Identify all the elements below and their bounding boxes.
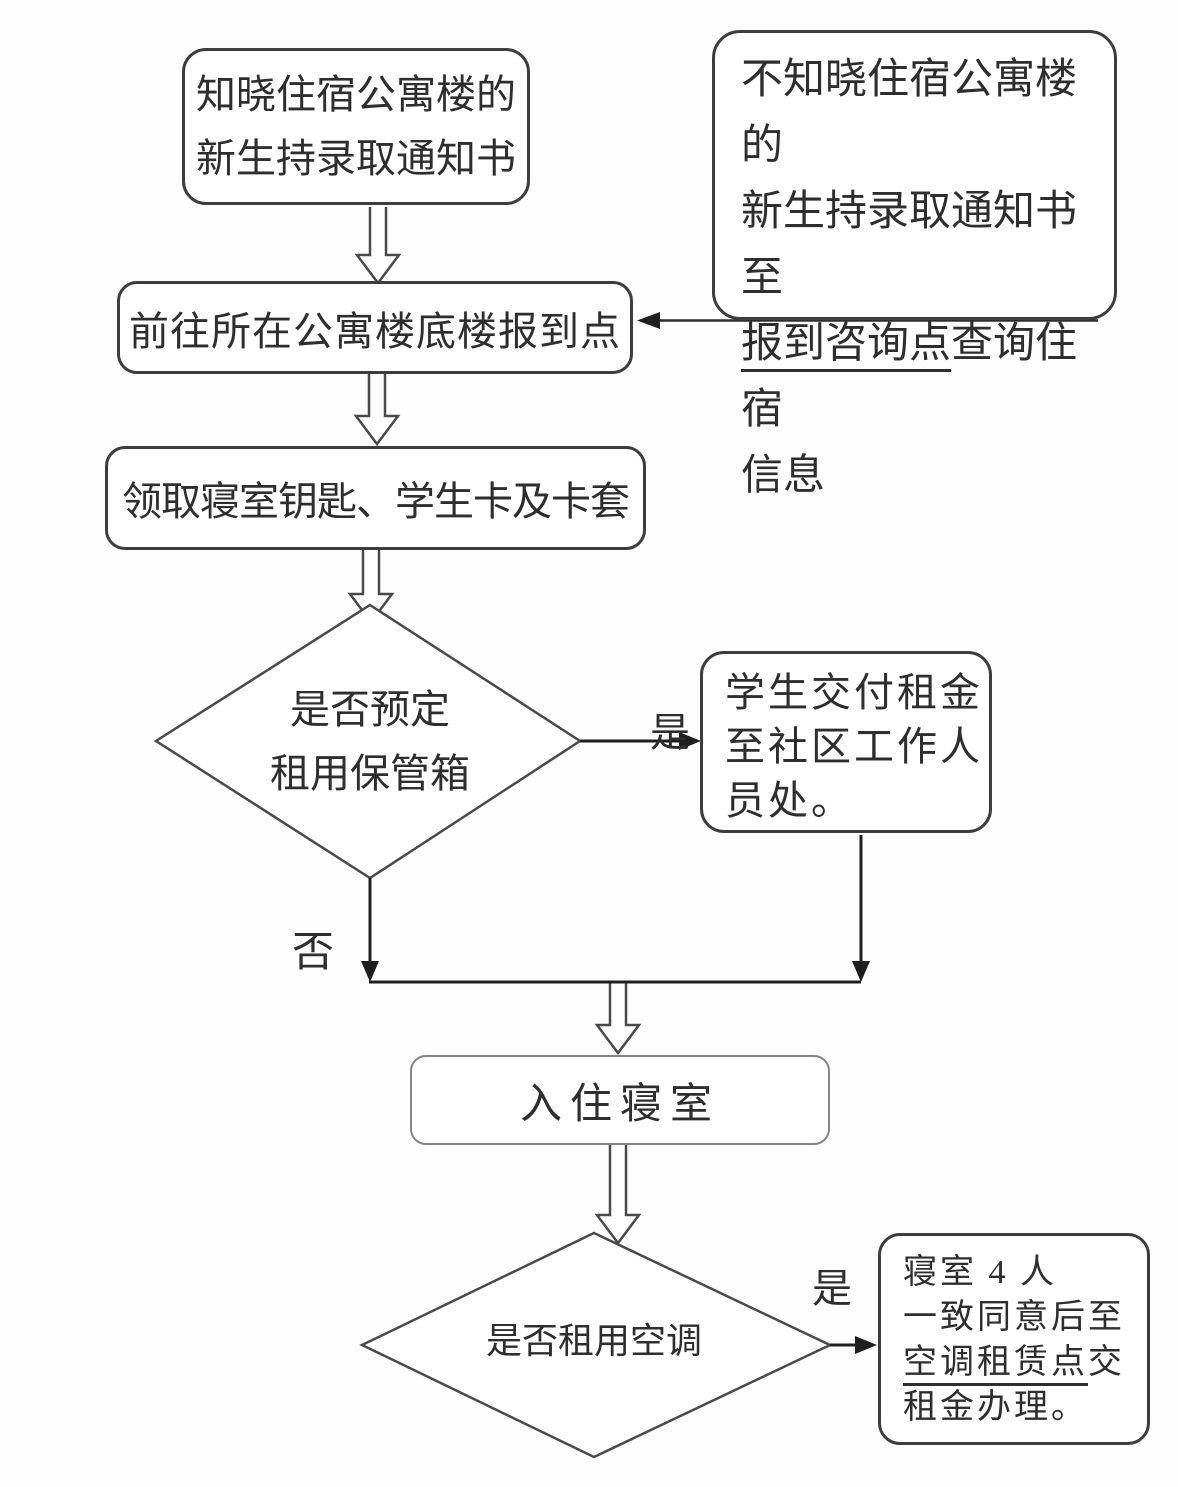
node-text-line: 租金办理。 <box>903 1389 1088 1426</box>
node-text-line: 信息 <box>741 453 826 499</box>
connector-pay-rent-to-merge <box>852 835 870 982</box>
node-text-line: 是否预定 <box>290 687 450 732</box>
node-text-line: 领取寝室钥匙、学生卡及卡套 <box>122 479 630 524</box>
aircon-decision-diamond <box>359 1231 833 1459</box>
node-text-line: 报到咨询点查询住宿 <box>741 321 1078 433</box>
underlined-term: 空调租赁点 <box>903 1344 1088 1386</box>
node-text-line: 是否租用空调 <box>485 1321 702 1361</box>
node-text-line: 新生持录取通知书 <box>196 135 516 181</box>
aircon-decision-label: 是否租用空调 <box>442 1312 746 1364</box>
node-text-line: 员处。 <box>725 778 854 823</box>
node-text-line: 空调租赁点交 <box>903 1340 1147 1386</box>
node-text-line: 寝室 4 人 <box>903 1254 1057 1291</box>
edge-label-yes-aircon: 是 <box>812 1266 852 1311</box>
node-unknown-start: 不知晓住宿公寓楼的 新生持录取通知书至 报到咨询点查询住宿 信息 <box>712 30 1117 499</box>
node-collect-items: 领取寝室钥匙、学生卡及卡套 <box>105 446 646 550</box>
edge-label-no-locker: 否 <box>292 930 335 976</box>
node-pay-rent: 学生交付租金 至社区工作人 员处。 <box>700 651 992 833</box>
locker-decision-label: 是否预定 租用保管箱 <box>218 678 522 806</box>
node-text-line: 一致同意后至 <box>903 1299 1125 1336</box>
node-text-line: 学生交付租金 <box>725 670 983 715</box>
arrow-report-point-to-collect-items <box>353 372 401 447</box>
node-aircon-rent: 寝室 4 人 一致同意后至 空调租赁点交 租金办理。 <box>878 1233 1150 1445</box>
node-text-line: 知晓住宿公寓楼的 <box>196 71 516 117</box>
arrow-known-start-to-report-point <box>354 207 402 286</box>
node-report-point: 前往所在公寓楼底楼报到点 <box>117 281 633 374</box>
connector-aircon-yes-to-aircon-rent <box>830 1336 877 1354</box>
connector-locker-yes-to-pay-rent <box>580 732 701 750</box>
node-text-line: 前往所在公寓楼底楼报到点 <box>129 308 621 354</box>
node-text-line: 入住寝室 <box>519 1081 720 1128</box>
node-check-in: 入住寝室 <box>410 1055 830 1145</box>
arrow-check-in-to-aircon-decision <box>594 1145 642 1246</box>
connector-locker-no-to-merge <box>361 878 379 982</box>
arrow-merge-to-check-in <box>594 983 642 1056</box>
connector-unknown-start-to-report-point <box>637 312 1098 329</box>
node-known-start: 知晓住宿公寓楼的 新生持录取通知书 <box>182 48 530 205</box>
node-text-line: 租用保管箱 <box>270 751 470 796</box>
node-text-line: 不知晓住宿公寓楼的 <box>741 57 1078 169</box>
underlined-term: 报到咨询点 <box>741 321 952 372</box>
edge-label-yes-locker: 是 <box>650 710 690 755</box>
node-text-line: 至社区工作人 <box>725 724 983 769</box>
node-text-line: 新生持录取通知书至 <box>741 189 1078 301</box>
